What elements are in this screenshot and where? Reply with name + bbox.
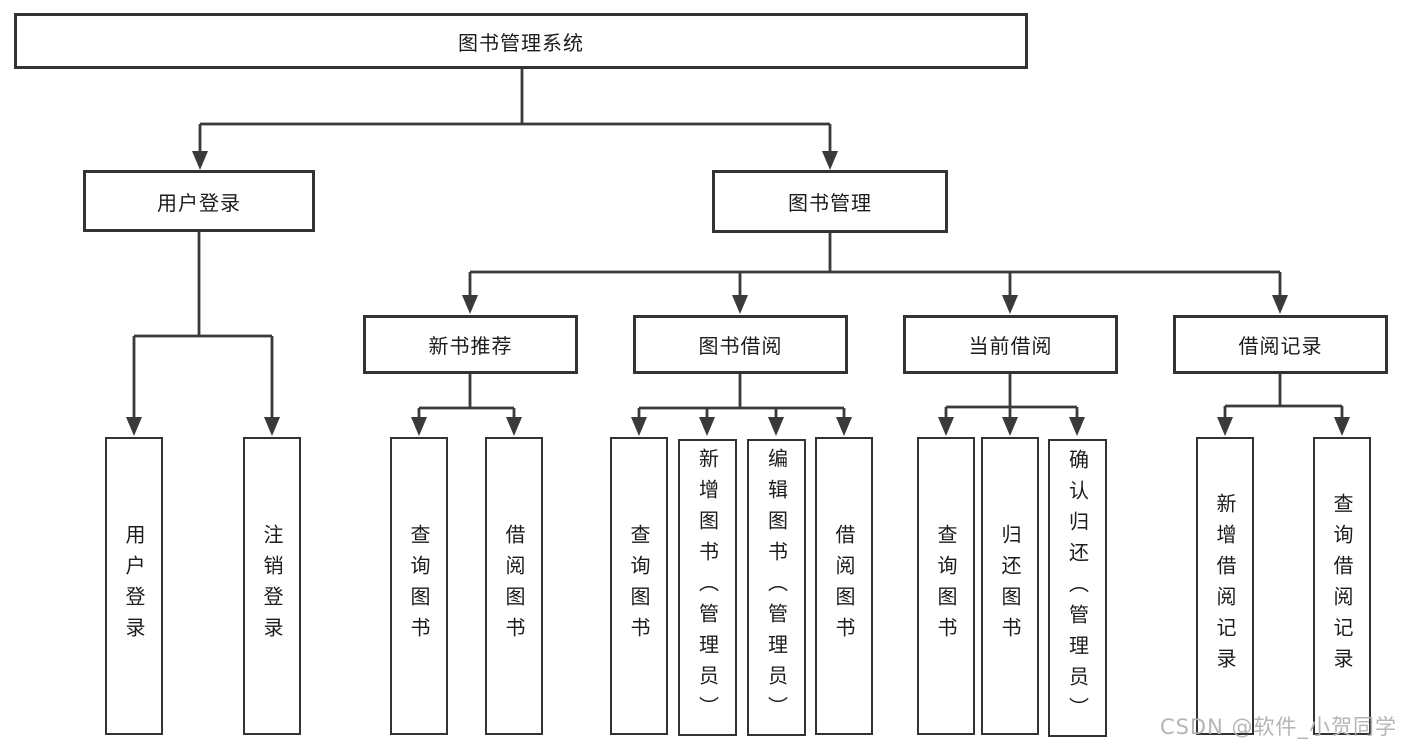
leaf-add-borrow-record: 新增借阅记录 bbox=[1196, 437, 1254, 735]
arrowhead bbox=[1002, 295, 1018, 314]
leaf-add-book-admin: 新增图书（管理员） bbox=[678, 439, 737, 736]
leaf-confirm-return-admin: 确认归还（管理员） bbox=[1048, 439, 1107, 737]
arrowhead bbox=[411, 417, 427, 436]
leaf-logout-login: 注销登录 bbox=[243, 437, 301, 735]
arrowhead bbox=[1002, 417, 1018, 436]
node-borrow-record-label: 借阅记录 bbox=[1238, 334, 1323, 358]
node-user-login: 用户登录 bbox=[83, 170, 315, 232]
arrowhead bbox=[192, 151, 208, 170]
leaf-add-borrow-record-label: 新增借阅记录 bbox=[1213, 493, 1237, 679]
connector-new-book-rec bbox=[411, 374, 522, 436]
arrowhead bbox=[1069, 417, 1085, 436]
leaf-query-borrow-record-label: 查询借阅记录 bbox=[1330, 493, 1354, 679]
leaf-borrow-books-label: 借阅图书 bbox=[832, 524, 856, 648]
node-user-login-label: 用户登录 bbox=[157, 190, 241, 215]
node-new-book-rec-label: 新书推荐 bbox=[428, 334, 513, 358]
leaf-logout-login-label: 注销登录 bbox=[260, 524, 284, 648]
node-current-borrow: 当前借阅 bbox=[903, 315, 1118, 374]
node-borrow-record: 借阅记录 bbox=[1173, 315, 1388, 374]
connector-book-mgmt bbox=[462, 233, 1288, 314]
arrowhead bbox=[126, 417, 142, 436]
leaf-edit-book-admin-label: 编辑图书（管理员） bbox=[764, 448, 789, 727]
node-root: 图书管理系统 bbox=[14, 13, 1028, 69]
node-new-book-rec: 新书推荐 bbox=[363, 315, 578, 374]
node-root-label: 图书管理系统 bbox=[458, 30, 584, 55]
connector-user-login bbox=[126, 232, 280, 436]
arrowhead bbox=[506, 417, 522, 436]
leaf-confirm-return-admin-label: 确认归还（管理员） bbox=[1065, 448, 1090, 728]
node-current-borrow-label: 当前借阅 bbox=[968, 334, 1053, 358]
connector-root bbox=[192, 69, 838, 170]
leaf-query-books-borrow: 查询图书 bbox=[610, 437, 668, 735]
arrowhead bbox=[732, 295, 748, 314]
arrowhead bbox=[264, 417, 280, 436]
leaf-borrow-books-rec: 借阅图书 bbox=[485, 437, 543, 735]
leaf-query-books-rec: 查询图书 bbox=[390, 437, 448, 735]
arrowhead bbox=[938, 417, 954, 436]
leaf-return-book-label: 归还图书 bbox=[998, 524, 1022, 648]
arrowhead bbox=[822, 151, 838, 170]
node-book-mgmt-label: 图书管理 bbox=[788, 191, 872, 215]
leaf-borrow-books-rec-label: 借阅图书 bbox=[502, 524, 526, 648]
csdn-watermark: CSDN @软件_小贺同学 bbox=[1159, 715, 1397, 739]
leaf-edit-book-admin: 编辑图书（管理员） bbox=[747, 439, 806, 736]
leaf-query-books-current: 查询图书 bbox=[917, 437, 975, 735]
connector-current-borrow bbox=[938, 374, 1085, 436]
leaf-query-borrow-record: 查询借阅记录 bbox=[1313, 437, 1371, 735]
connector-borrow-record bbox=[1217, 374, 1350, 436]
node-book-mgmt: 图书管理 bbox=[712, 170, 948, 233]
arrowhead bbox=[836, 417, 852, 436]
leaf-borrow-books: 借阅图书 bbox=[815, 437, 873, 735]
leaf-user-login-label: 用户登录 bbox=[122, 524, 146, 648]
arrowhead bbox=[768, 417, 784, 436]
leaf-query-books-borrow-label: 查询图书 bbox=[627, 524, 651, 648]
leaf-return-book: 归还图书 bbox=[981, 437, 1039, 735]
leaf-query-books-rec-label: 查询图书 bbox=[407, 524, 431, 648]
arrowhead bbox=[1272, 295, 1288, 314]
arrowhead bbox=[1217, 417, 1233, 436]
arrowhead bbox=[699, 417, 715, 436]
leaf-query-books-current-label: 查询图书 bbox=[934, 524, 958, 648]
node-book-borrow-label: 图书借阅 bbox=[698, 334, 783, 358]
arrowhead bbox=[462, 295, 478, 314]
leaf-user-login: 用户登录 bbox=[105, 437, 163, 735]
leaf-add-book-admin-label: 新增图书（管理员） bbox=[695, 448, 720, 727]
arrowhead bbox=[631, 417, 647, 436]
arrowhead bbox=[1334, 417, 1350, 436]
connector-book-borrow bbox=[631, 374, 852, 436]
node-book-borrow: 图书借阅 bbox=[633, 315, 848, 374]
